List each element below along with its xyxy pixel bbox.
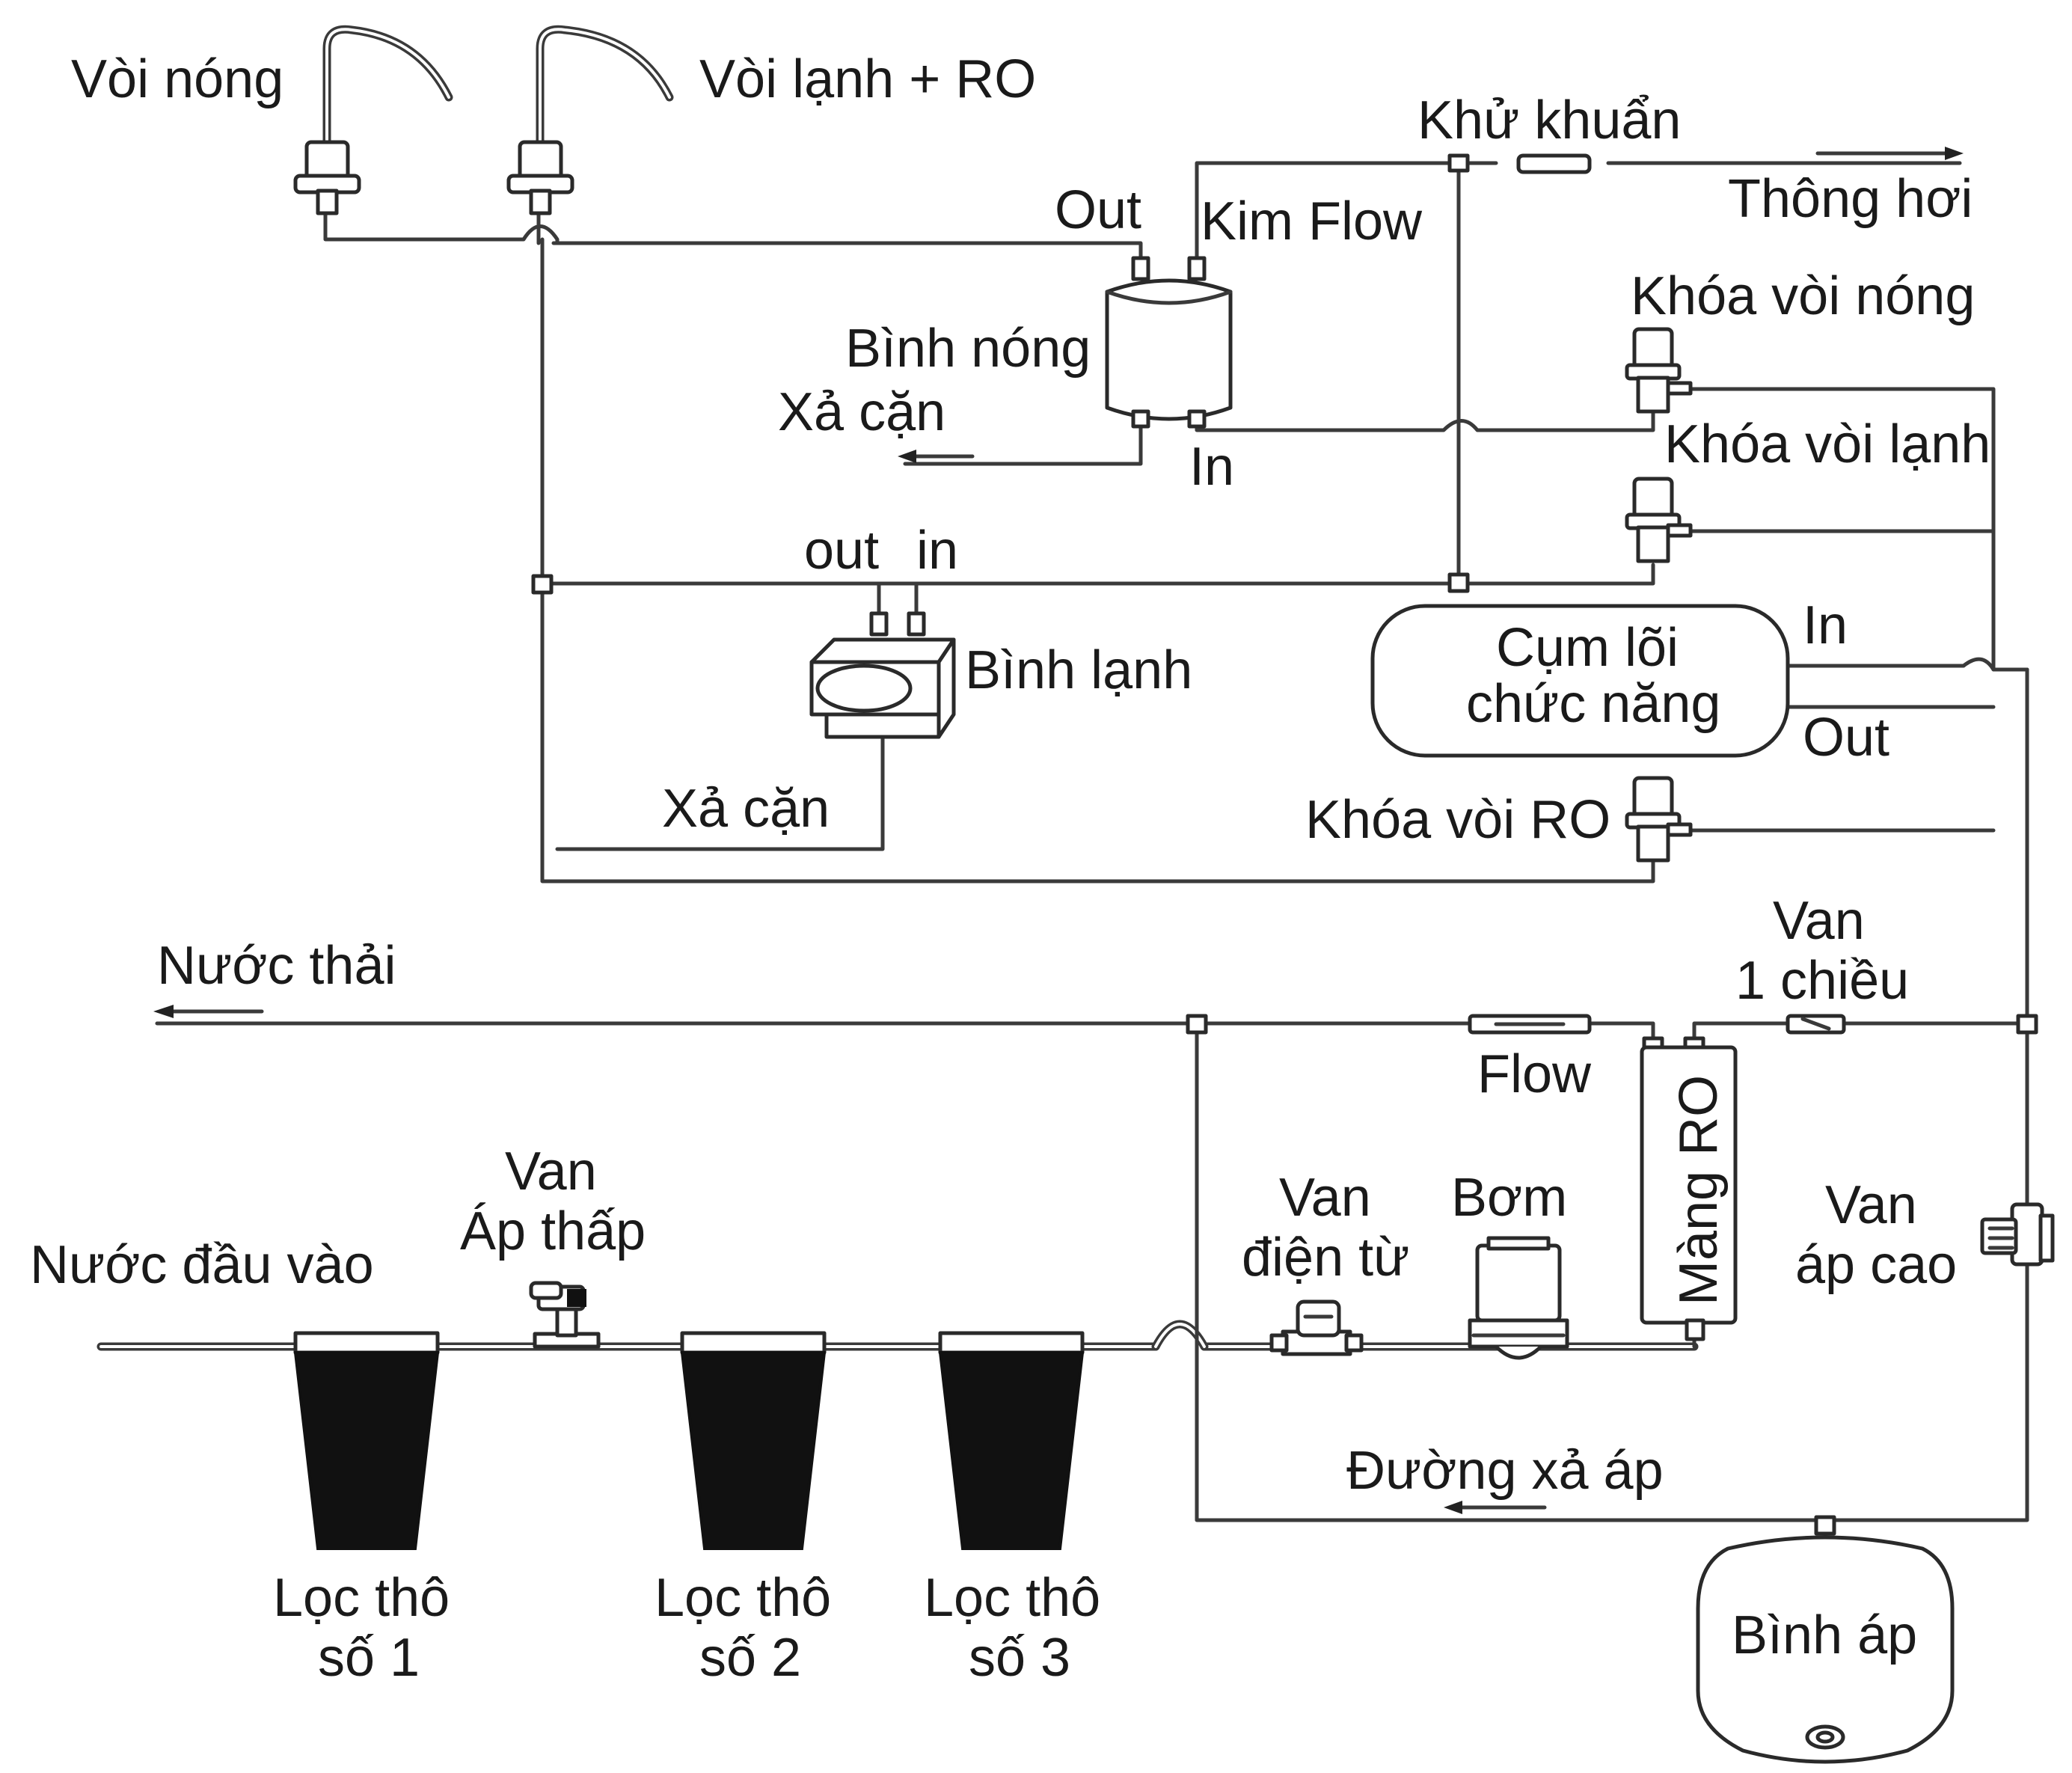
function-core xyxy=(1370,604,1790,758)
check-valve xyxy=(1786,1014,1846,1035)
label-in-cold: in xyxy=(916,521,958,581)
relief-arrow xyxy=(1444,1501,1462,1514)
label-high-pressure-valve-1: Van xyxy=(1825,1175,1917,1235)
prefilter-2 xyxy=(680,1331,827,1550)
pressure-tank xyxy=(1696,1515,1955,1764)
prefilter-3 xyxy=(938,1331,1085,1550)
cold-ro-tap[interactable] xyxy=(506,25,674,215)
label-pressure-tank: Bình áp xyxy=(1732,1605,1917,1665)
label-solenoid-valve-2: điện từ xyxy=(1242,1228,1409,1287)
cold-tank xyxy=(809,611,956,739)
label-drain-cold: Xả cặn xyxy=(662,779,830,839)
label-vent: Thông hơi xyxy=(1728,169,1973,229)
flow-restrictor xyxy=(1468,1014,1592,1035)
label-filter1-1: Lọc thô xyxy=(273,1568,450,1628)
label-hot-tap: Vòi nóng xyxy=(71,49,283,109)
label-ro-membrane: Màng RO xyxy=(1669,1075,1729,1305)
high-pressure-valve xyxy=(1980,1202,2055,1267)
label-filter2-2: số 2 xyxy=(699,1628,801,1688)
label-solenoid-valve-1: Van xyxy=(1279,1168,1371,1228)
label-sterilizer: Khử khuẩn xyxy=(1417,91,1681,150)
prefilter-1 xyxy=(293,1331,440,1550)
label-hot-tap-lock: Khóa vòi nóng xyxy=(1631,266,1975,326)
labels: Vòi nóng Vòi lạnh + RO Out Kim Flow Khử … xyxy=(30,49,1990,1688)
label-pump: Bơm xyxy=(1451,1168,1567,1228)
label-filter3-1: Lọc thô xyxy=(924,1568,1100,1628)
label-flow: Flow xyxy=(1477,1044,1592,1104)
label-hot-tank: Bình nóng xyxy=(845,319,1091,379)
label-drain-hot: Xả cặn xyxy=(778,382,945,442)
label-function-core-1: Cụm lõi xyxy=(1496,618,1679,678)
label-core-out: Out xyxy=(1803,708,1889,768)
pump xyxy=(1468,1236,1569,1360)
label-out-hot: Out xyxy=(1055,180,1141,240)
vent-arrow xyxy=(1945,147,1964,160)
low-pressure-valve xyxy=(529,1281,601,1349)
label-out-cold: out xyxy=(804,521,879,581)
label-ro-tap-lock: Khóa vòi RO xyxy=(1305,790,1610,850)
cold-tap-lock[interactable] xyxy=(1625,477,1693,563)
hot-tank xyxy=(1105,256,1233,429)
label-waste-water: Nước thải xyxy=(157,936,396,996)
label-cold-ro-tap: Vòi lạnh + RO xyxy=(699,49,1036,109)
ro-tap-lock[interactable] xyxy=(1625,776,1693,863)
label-filter1-2: số 1 xyxy=(318,1628,420,1688)
label-cold-tap-lock: Khóa vòi lạnh xyxy=(1664,414,1990,474)
label-check-valve-2: 1 chiều xyxy=(1735,951,1909,1011)
hot-drain-arrow xyxy=(898,450,916,463)
label-core-in: In xyxy=(1803,595,1848,655)
label-high-pressure-valve-2: áp cao xyxy=(1795,1235,1957,1295)
ro-membrane xyxy=(1640,1036,1738,1341)
solenoid-valve xyxy=(1269,1299,1364,1356)
label-low-pressure-valve-2: Áp thấp xyxy=(460,1201,646,1261)
waste-arrow xyxy=(153,1005,174,1018)
label-low-pressure-valve-1: Van xyxy=(505,1142,597,1201)
label-in-hot: In xyxy=(1189,437,1234,497)
label-filter3-2: số 3 xyxy=(969,1628,1070,1688)
tee-junctions xyxy=(531,153,2038,1035)
label-kim-flow: Kim Flow xyxy=(1201,192,1423,251)
sterilizer xyxy=(1516,153,1592,174)
label-check-valve-1: Van xyxy=(1773,891,1865,951)
label-pressure-relief-line: Đường xả áp xyxy=(1346,1441,1664,1501)
label-filter2-1: Lọc thô xyxy=(655,1568,831,1628)
hot-tap[interactable] xyxy=(293,25,453,215)
label-cold-tank: Bình lạnh xyxy=(965,640,1192,700)
label-inlet-water: Nước đầu vào xyxy=(30,1235,374,1295)
hot-tap-lock[interactable] xyxy=(1625,327,1693,414)
flow-arrows xyxy=(153,147,1964,1514)
label-function-core-2: chức năng xyxy=(1466,674,1720,734)
